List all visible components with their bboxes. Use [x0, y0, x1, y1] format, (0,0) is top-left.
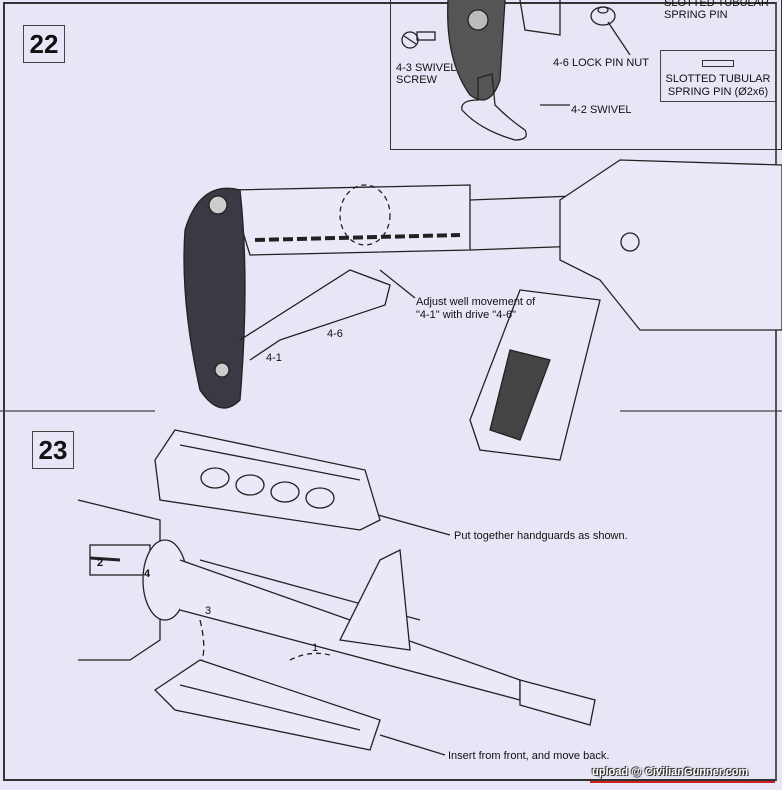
sequence-label-4: 4 [144, 568, 151, 580]
note-adjust-movement: Adjust well movement of "4-1" with drive… [416, 296, 536, 321]
step-number-23: 23 [32, 431, 74, 469]
buttstock-drawing [183, 184, 611, 409]
inset-bracket [519, 0, 561, 36]
note-handguards: Put together handguards as shown. [454, 530, 628, 542]
label-part-4-6: 4-6 [327, 328, 343, 340]
pin-legend-box: SLOTTED TUBULAR SPRING PIN (Ø2x6) [660, 50, 776, 102]
label-slotted-spring-pin: SLOTTED TUBULAR SPRING PIN [664, 0, 769, 21]
spring-pin-icon [702, 60, 734, 67]
sequence-label-2: 2 [97, 557, 104, 569]
upper-receiver-barrel-drawing [77, 499, 596, 726]
step-number-22: 22 [23, 25, 65, 63]
lower-handguard-drawing [153, 659, 381, 751]
sequence-label-3: 3 [205, 605, 212, 617]
pin-legend-text: SLOTTED TUBULAR SPRING PIN (Ø2x6) [665, 73, 771, 98]
label-swivel-screw: 4-3 SWIVEL SCREW [396, 62, 457, 86]
watermark: upload @ CivilianGunner.com [592, 766, 749, 778]
note-insert: Insert from front, and move back. [448, 750, 610, 762]
swivel-part [461, 73, 527, 141]
watermark-underline [590, 781, 775, 783]
sequence-label-1: 1 [312, 642, 319, 654]
label-part-4-1: 4-1 [266, 352, 282, 364]
lower-receiver-drawing [469, 159, 782, 461]
label-lock-pin-nut: 4-6 LOCK PIN NUT [553, 57, 649, 69]
swivel-screw-part [401, 31, 436, 49]
upper-handguard-drawing [154, 429, 381, 531]
label-swivel: 4-2 SWIVEL [571, 104, 632, 116]
lock-pin-nut-part [590, 6, 616, 26]
